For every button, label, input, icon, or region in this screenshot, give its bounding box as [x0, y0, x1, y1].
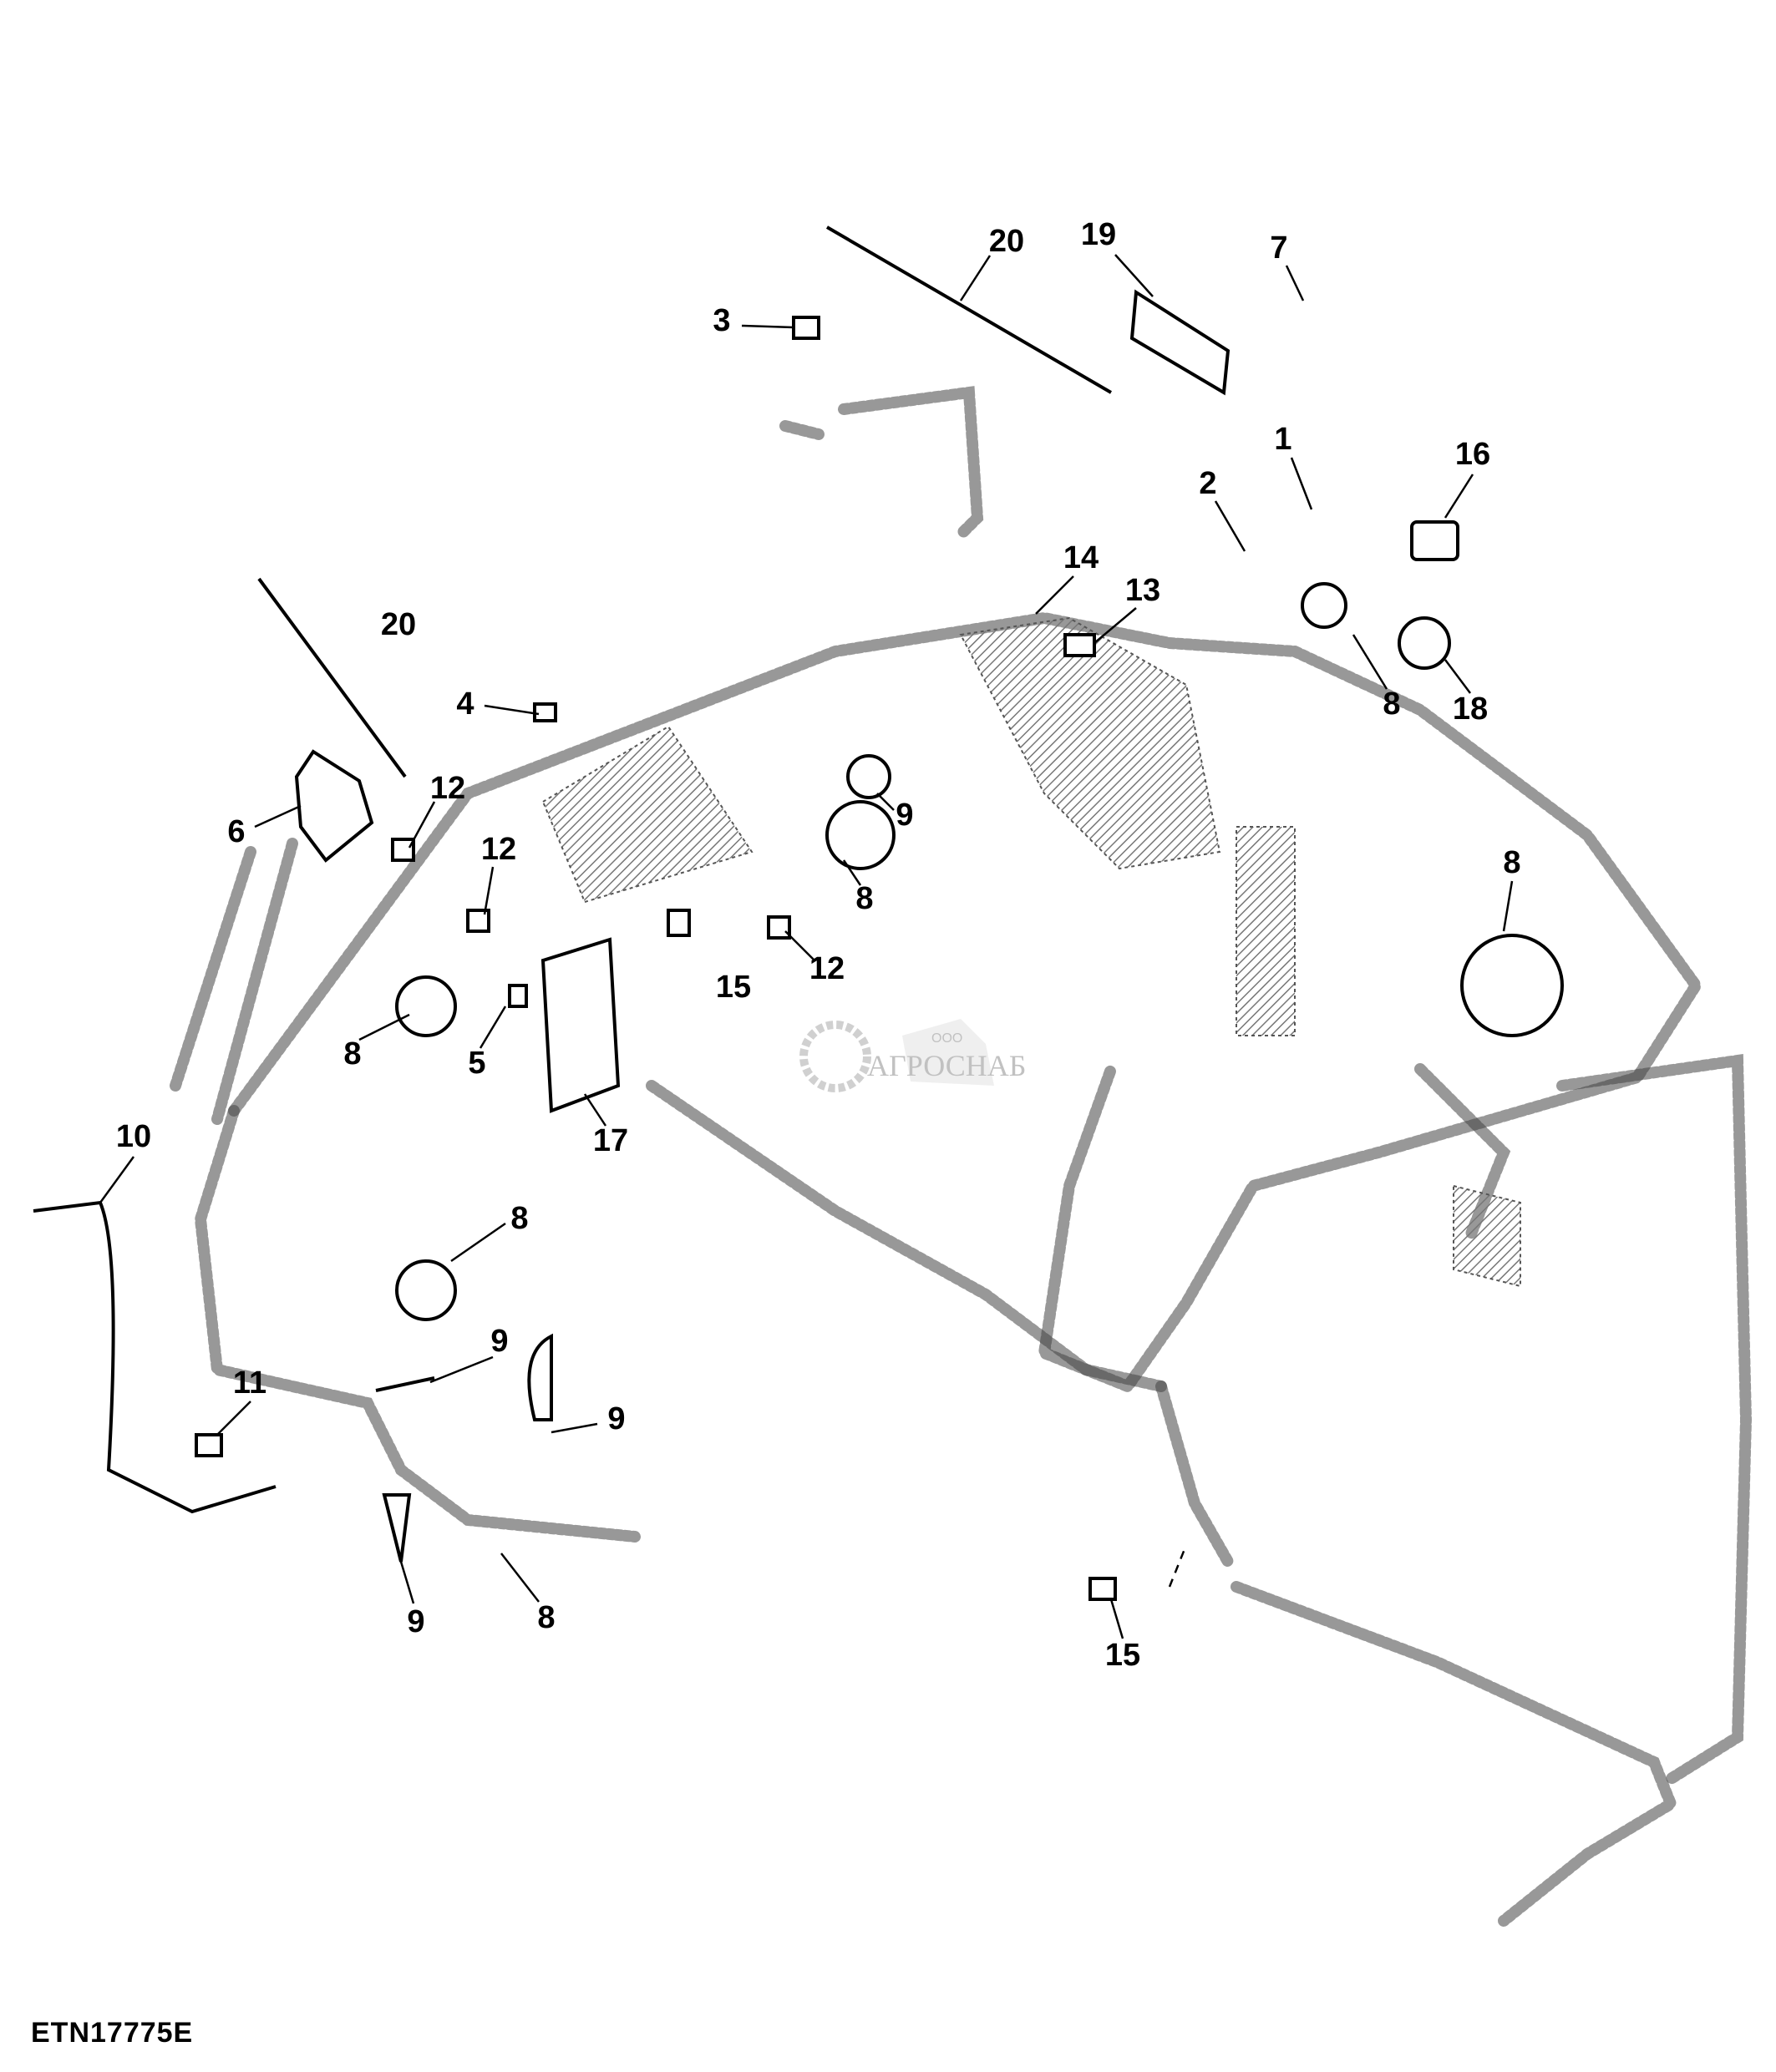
callout-19: 19	[1081, 217, 1116, 252]
callout-9a: 9	[896, 798, 913, 833]
callout-8a: 8	[1383, 686, 1400, 722]
watermark-logo: ООО АГРОСНАБ	[794, 1011, 1026, 1102]
gear-icon	[799, 1019, 994, 1092]
callout-9b: 9	[490, 1324, 508, 1359]
callout-1: 1	[1274, 422, 1291, 457]
watermark-prefix: ООО	[931, 1031, 963, 1046]
callout-8e: 8	[510, 1201, 528, 1236]
callout-6: 6	[227, 814, 245, 849]
callout-11: 11	[233, 1365, 266, 1401]
callout-2: 2	[1199, 466, 1216, 501]
leader-lines	[99, 254, 1514, 1639]
callout-14: 14	[1063, 540, 1099, 575]
callout-17: 17	[593, 1123, 628, 1158]
watermark-name: АГРОСНАБ	[867, 1049, 1027, 1082]
callout-20a: 20	[989, 224, 1024, 259]
callout-9d: 9	[407, 1604, 424, 1639]
callout-8b: 8	[1503, 845, 1520, 880]
callout-8c: 8	[855, 881, 873, 916]
callout-18: 18	[1453, 692, 1488, 727]
callout-7: 7	[1270, 231, 1287, 266]
callout-13: 13	[1125, 573, 1160, 608]
callout-labels: 20 19 7 3 1 16 2 14 13 20 8 18 4 12 9 6 …	[116, 217, 1521, 1673]
callout-12a: 12	[430, 771, 465, 806]
callout-20b: 20	[381, 607, 416, 642]
callout-12c: 12	[809, 951, 845, 986]
callout-8f: 8	[537, 1600, 555, 1635]
wiring-harness-background	[170, 386, 1753, 1927]
callout-16: 16	[1455, 437, 1490, 472]
parts	[33, 225, 1564, 1601]
callout-8d: 8	[343, 1036, 361, 1071]
callout-4: 4	[456, 686, 474, 722]
figure-id: ETN17775E	[31, 2017, 194, 2049]
callout-10: 10	[116, 1119, 151, 1154]
callout-3: 3	[713, 303, 730, 338]
callout-5: 5	[468, 1046, 485, 1081]
callout-15b: 15	[1105, 1638, 1140, 1673]
callout-9c: 9	[607, 1401, 625, 1436]
callout-15a: 15	[716, 970, 751, 1005]
callout-12b: 12	[481, 832, 516, 867]
